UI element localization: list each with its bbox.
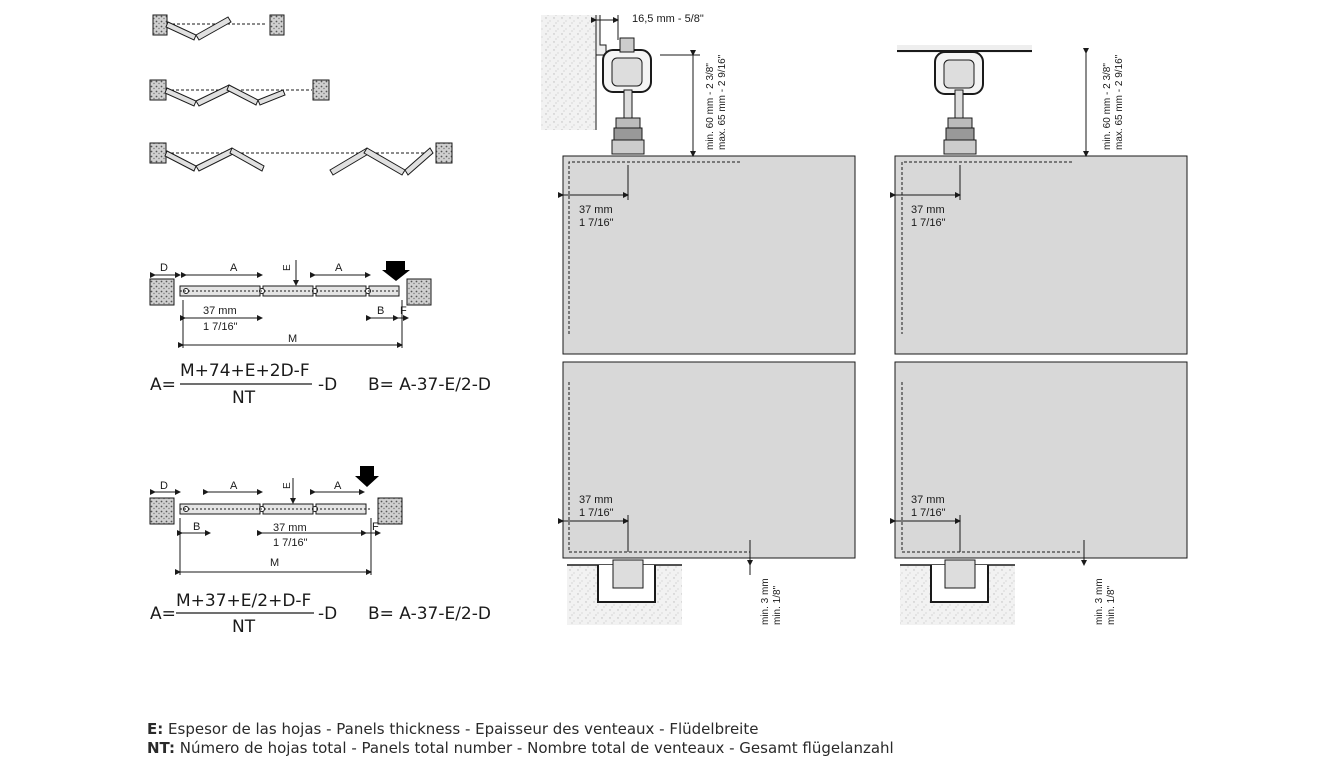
plan2-label-f: F — [372, 521, 379, 533]
plan1-label-37in: 1 7/16" — [203, 321, 238, 333]
legend-nt-text: Número de hojas total - Panels total num… — [179, 739, 894, 757]
plan2-label-b: B — [193, 521, 200, 533]
elev2-gap-in: min. 1/8" — [1106, 585, 1117, 625]
elev2-gap-mm: min. 3 mm — [1094, 578, 1105, 625]
push-arrow-icon — [382, 261, 410, 281]
formula2-b: B= A-37-E/2-D — [368, 604, 491, 624]
plan1-label-f: F — [400, 305, 407, 317]
plan1-label-a1: A — [230, 262, 238, 274]
formula2-a-denominator: NT — [232, 617, 256, 637]
formula1-a-numerator: M+74+E+2D-F — [180, 361, 310, 381]
plan-view-2 — [149, 478, 403, 575]
push-arrow-icon-2 — [355, 466, 379, 487]
plan2-label-d: D — [160, 480, 168, 492]
plan1-label-b: B — [377, 305, 384, 317]
plan2-label-37in: 1 7/16" — [273, 537, 308, 549]
elev2-inset-top-mm: 37 mm — [911, 204, 945, 216]
elev2-inset-bot-mm: 37 mm — [911, 494, 945, 506]
formula1-b: B= A-37-E/2-D — [368, 375, 491, 395]
elev1-height-max: max. 65 mm - 2 9/16" — [717, 54, 728, 150]
elev1-inset-top-mm: 37 mm — [579, 204, 613, 216]
legend-e: E: Espesor de las hojas - Panels thickne… — [147, 720, 758, 738]
elev2-inset-bot-in: 1 7/16" — [911, 507, 946, 519]
folding-sketch-2 — [149, 79, 330, 107]
plan2-label-a1: A — [230, 480, 238, 492]
formula2-a-numerator: M+37+E/2+D-F — [176, 591, 311, 611]
legend-nt-key: NT: — [147, 739, 175, 757]
plan2-label-e: E — [282, 482, 293, 489]
plan1-label-e: E — [282, 264, 293, 271]
elevation-2 — [890, 45, 1188, 625]
folding-sketch-1 — [152, 14, 285, 41]
folding-sketch-3 — [149, 142, 453, 176]
plan1-label-a2: A — [335, 262, 343, 274]
legend-e-key: E: — [147, 720, 164, 738]
plan-view-1 — [149, 260, 432, 348]
formula1-a-prefix: A= — [150, 375, 176, 395]
legend-nt: NT: Número de hojas total - Panels total… — [147, 739, 894, 757]
formula1-a-suffix: -D — [318, 375, 337, 395]
elev1-height-min: min. 60 mm - 2 3/8" — [705, 63, 716, 150]
plan2-label-a2: A — [334, 480, 342, 492]
elev1-gap-in: min. 1/8" — [772, 585, 783, 625]
elev2-height-max: max. 65 mm - 2 9/16" — [1114, 54, 1125, 150]
plan1-label-m: M — [288, 333, 297, 345]
elev2-inset-top-in: 1 7/16" — [911, 217, 946, 229]
formula2-a-suffix: -D — [318, 604, 337, 624]
elev1-inset-top-in: 1 7/16" — [579, 217, 614, 229]
plan2-label-m: M — [270, 557, 279, 569]
elevation-1 — [541, 15, 856, 625]
legend-e-text: Espesor de las hojas - Panels thickness … — [168, 720, 759, 738]
plan1-label-d: D — [160, 262, 168, 274]
elev1-gap-mm: min. 3 mm — [760, 578, 771, 625]
plan1-label-37mm: 37 mm — [203, 305, 237, 317]
formula2-a-prefix: A= — [150, 604, 176, 624]
elev1-inset-bot-in: 1 7/16" — [579, 507, 614, 519]
elev1-inset-bot-mm: 37 mm — [579, 494, 613, 506]
elev2-height-min: min. 60 mm - 2 3/8" — [1102, 63, 1113, 150]
plan2-label-37mm: 37 mm — [273, 522, 307, 534]
formula1-a-denominator: NT — [232, 388, 256, 408]
elev1-top-offset: 16,5 mm - 5/8" — [632, 13, 704, 25]
